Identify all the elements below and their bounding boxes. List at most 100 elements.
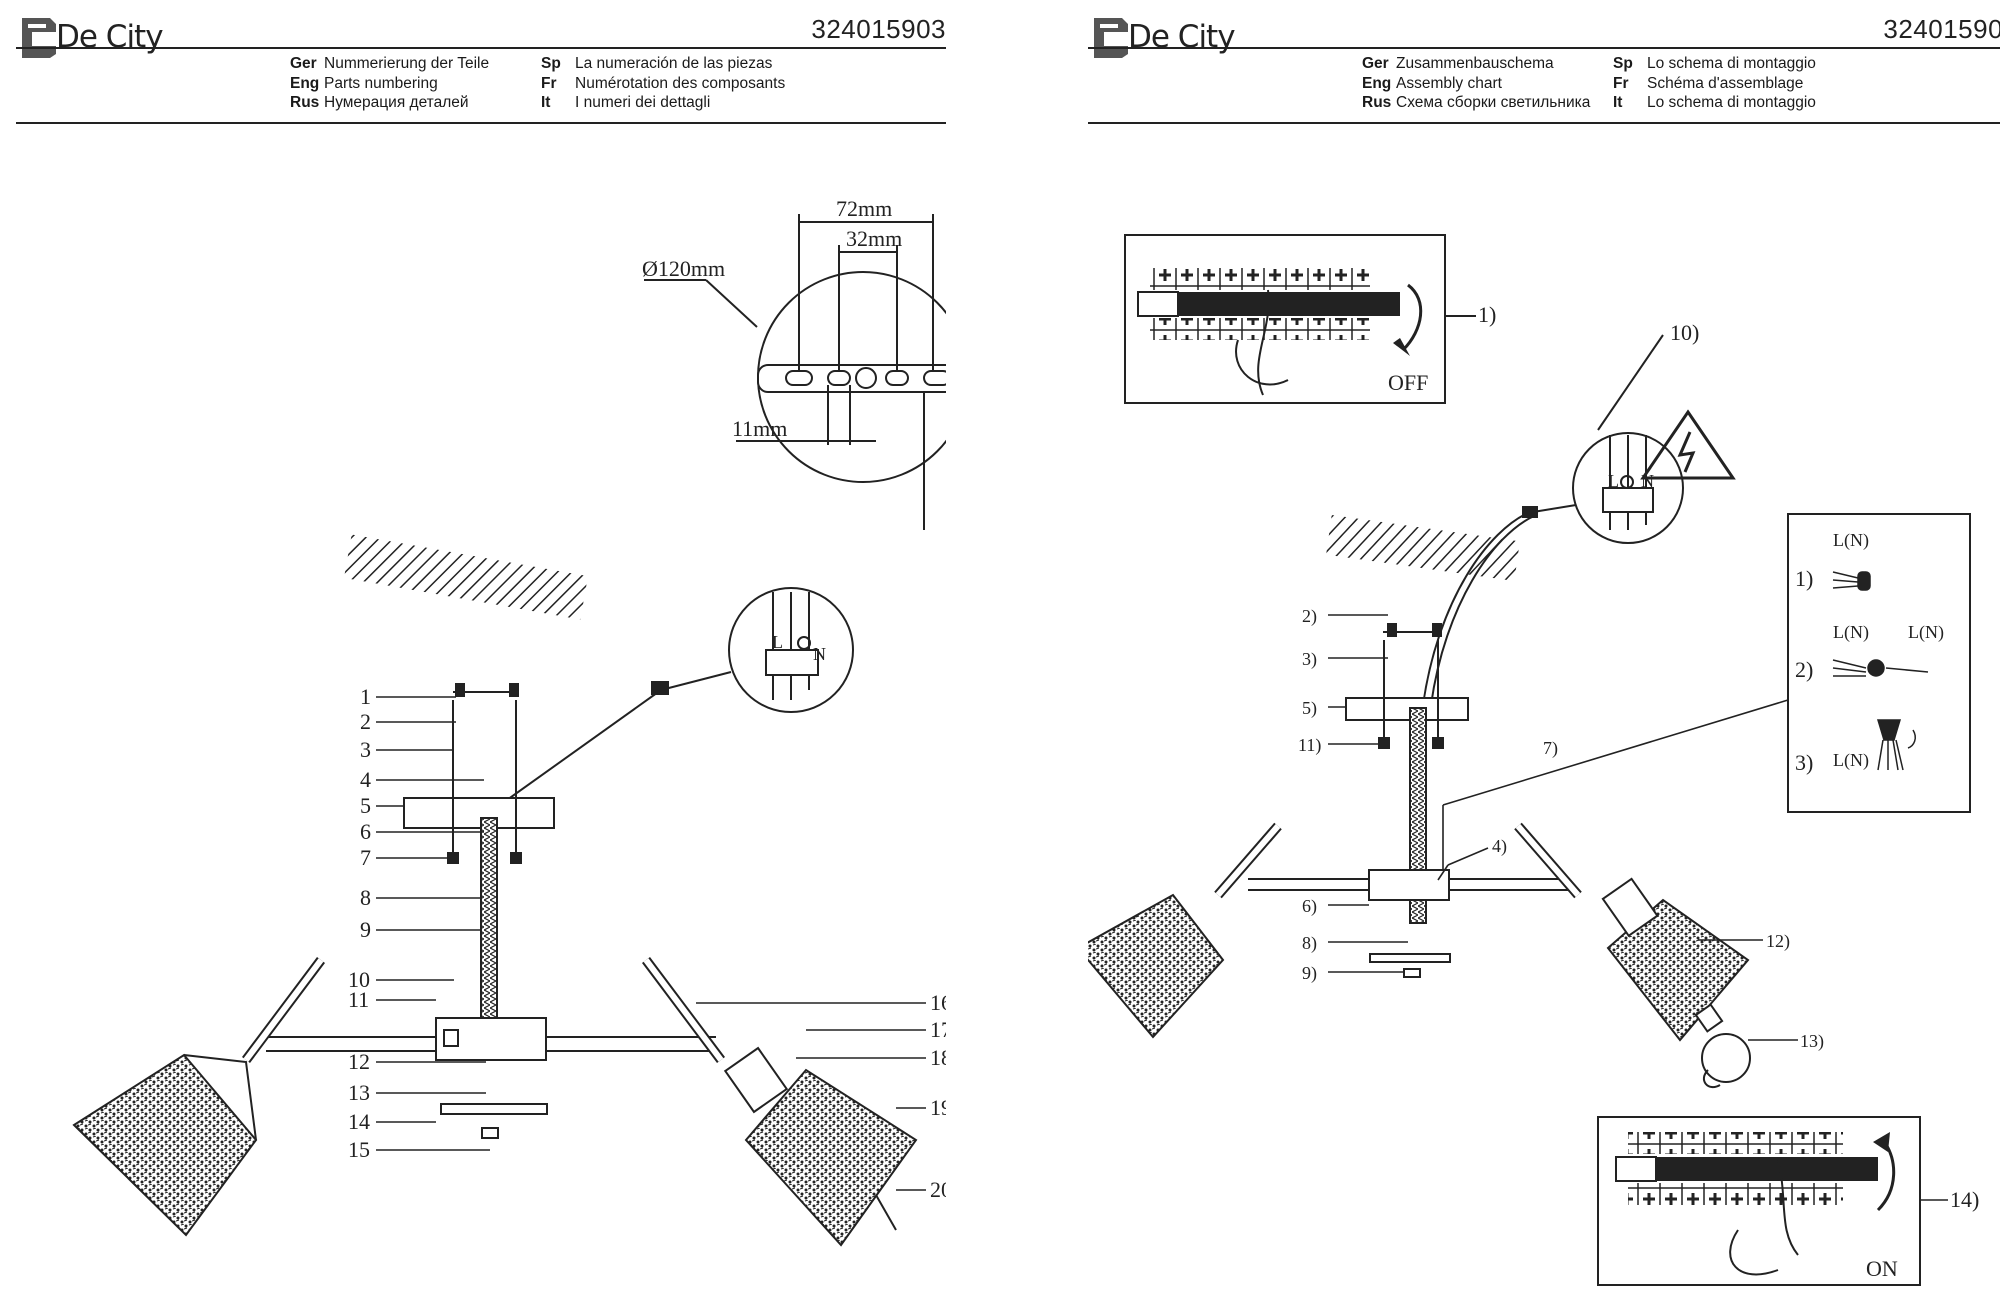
part-13: 13 [348,1080,370,1105]
step-7: 7) [1543,738,1558,759]
brand-name: De City [56,19,164,55]
left-shade [72,1053,258,1237]
part-11: 11 [348,987,369,1012]
article-number: 324015903 [1883,14,2000,44]
step-1: 1) [1478,302,1496,327]
step-12: 12) [1766,931,1790,952]
ceiling-hatch [344,534,588,620]
inset-step-3: 3) [1795,750,1813,775]
fixture-body [242,683,725,1139]
inset-step-2: 2) [1795,657,1813,682]
off-label: OFF [1388,370,1428,395]
part-6: 6 [360,819,371,844]
on-label: ON [1866,1256,1898,1281]
assembly-diagram: OFF 1) L N 10) [1088,234,1979,1286]
step-6: 6) [1302,896,1317,917]
part-17: 17 [930,1017,946,1042]
part-10: 10 [348,967,370,992]
leader-lines [1328,614,1948,1201]
brand-name: De City [1128,19,1236,55]
step-13: 13) [1800,1031,1824,1052]
part-19: 19 [930,1095,946,1120]
part-14: 14 [348,1109,370,1134]
wire-label-l: L [772,632,783,652]
part-16: 16 [930,990,946,1015]
part-3: 3 [360,737,371,762]
inset-step-1: 1) [1795,566,1813,591]
step-11: 11) [1298,735,1321,756]
inset-wire-label-3: L(N) [1833,750,1869,771]
step-3: 3) [1302,649,1317,670]
step-9: 9) [1302,963,1317,984]
wire-label-n: N [813,644,826,664]
left-shade [1088,893,1225,1039]
article-number: 324015903 [811,14,946,44]
connector-inset [1787,513,1971,813]
dim-32: 32mm [846,226,902,251]
part-5: 5 [360,793,371,818]
part-15: 15 [348,1137,370,1162]
supply-cable [1422,511,1531,706]
supply-cable [485,689,662,816]
header-rule-top [1088,47,2000,49]
bracket-detail [644,214,946,530]
wiring-detail [651,587,854,713]
part-2: 2 [360,709,371,734]
step-10: 10) [1670,320,1699,345]
leader-lines [376,696,926,1191]
inset-wire-label-2a: L(N) [1833,622,1869,643]
step-2: 2) [1302,606,1317,627]
dim-72: 72mm [836,196,892,221]
fixture-body [1214,623,1582,978]
wire-label-n: N [1641,471,1654,491]
part-20: 20 [930,1177,946,1202]
step-8: 8) [1302,933,1317,954]
light-bulb-icon [1694,1003,1751,1089]
dim-11: 11mm [732,416,787,441]
header-rule-bottom [1088,122,2000,124]
switch-on-panel [1597,1116,1921,1286]
wiring-detail [1532,334,1684,544]
right-shade [744,1068,918,1247]
lamp-socket [723,1046,789,1114]
high-voltage-warning-icon [1640,409,1736,480]
dim-120: Ø120mm [642,256,725,281]
part-1: 1 [360,684,371,709]
header-rule-top [16,47,946,49]
parts-diagram: 72mm 32mm Ø120mm 95mm 11mm 5mm 15mm L N [72,196,946,1247]
part-12: 12 [348,1049,370,1074]
wire-label-l: L [1608,471,1619,491]
step-5: 5) [1302,698,1317,719]
step-14: 14) [1950,1187,1979,1212]
inset-wire-label-1: L(N) [1833,530,1869,551]
lamp-socket [1601,877,1659,938]
inset-wire-label-2b: L(N) [1908,622,1944,643]
part-9: 9 [360,917,371,942]
step-4: 4) [1492,836,1507,857]
switch-off-panel [1124,234,1476,404]
part-7: 7 [360,845,371,870]
ceiling-hatch [1326,514,1520,582]
header-rule-bottom [16,122,946,124]
part-4: 4 [360,767,371,792]
part-18: 18 [930,1045,946,1070]
part-8: 8 [360,885,371,910]
